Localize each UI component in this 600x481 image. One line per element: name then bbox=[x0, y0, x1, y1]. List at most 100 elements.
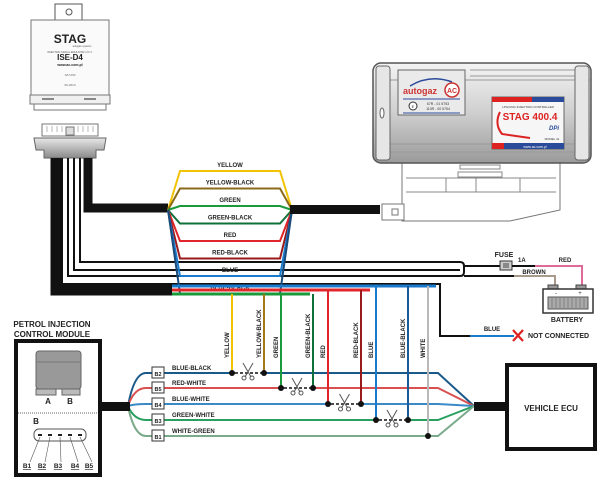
pin-leader bbox=[44, 436, 51, 463]
ecu-line-label: GREEN-WHITE bbox=[172, 413, 215, 419]
scissors-icon bbox=[338, 393, 351, 412]
pin-label: B4 bbox=[71, 463, 80, 470]
upper-harness-wire-label: BLUE bbox=[222, 268, 238, 274]
vertical-wire-label: BLUE bbox=[369, 342, 375, 358]
junction-dot bbox=[261, 370, 267, 376]
not-connected-label: NOT CONNECTED bbox=[528, 333, 589, 340]
junction-dot bbox=[278, 385, 284, 391]
pin-tag bbox=[151, 429, 165, 442]
vertical-wire-label: RED bbox=[321, 345, 327, 358]
pin-tag-label: B2 bbox=[154, 372, 161, 378]
junction-dot bbox=[325, 401, 331, 407]
petrol-injection-control-module: PETROL INJECTION CONTROL MODULE A B B B1… bbox=[13, 320, 130, 477]
upper-harness-wire bbox=[167, 187, 293, 211]
upper-harness-wire-label: YELLOW bbox=[217, 163, 243, 169]
homologation-67r: 67R - 01 5753 bbox=[427, 102, 449, 106]
pin-tag-label: B1 bbox=[154, 435, 161, 441]
svg-text:E: E bbox=[412, 104, 415, 109]
pin-label: B5 bbox=[85, 463, 94, 470]
pin-leader bbox=[59, 436, 62, 463]
pcm-title-line2: CONTROL MODULE bbox=[14, 330, 91, 339]
upper-harness-wire-label: YELLOW-BLACK bbox=[206, 181, 255, 187]
vertical-wire-label: YELLOW-BLACK bbox=[257, 309, 263, 358]
ecu-line-label: BLUE-WHITE bbox=[172, 397, 210, 403]
upper-harness: YELLOW YELLOW-BLACK GREEN GREEN-BLACK RED RED… bbox=[167, 163, 293, 295]
junction-dot bbox=[310, 385, 316, 391]
vertical-wire-label: BLUE-BLACK bbox=[401, 318, 407, 358]
fuse-label: FUSE bbox=[495, 252, 514, 259]
controller-brand: autogaz bbox=[403, 86, 438, 96]
pin-tag-label: B5 bbox=[154, 387, 161, 393]
scissors-icon bbox=[290, 377, 304, 396]
upper-harness-wire bbox=[167, 170, 293, 211]
ecu-line-wire bbox=[127, 372, 475, 407]
pin-header-label: B bbox=[33, 417, 39, 426]
upper-harness-wire bbox=[167, 209, 293, 242]
junction-dot bbox=[358, 401, 364, 407]
vertical-wire-label: RED-BLACK bbox=[354, 322, 360, 358]
controller-model: STAG 400.4 bbox=[503, 112, 558, 123]
vertical-wire-label: YELLOW bbox=[225, 332, 231, 358]
ecu-line-wire bbox=[127, 405, 475, 437]
controller-label-top: LPG/CNG INJECTION CONTROLLER bbox=[502, 105, 554, 109]
pin-tag bbox=[151, 397, 165, 410]
pin-label: B3 bbox=[54, 463, 63, 470]
fuse-icon bbox=[499, 260, 513, 271]
controller-website: www.ac.com.pl bbox=[523, 145, 547, 149]
pin-tag-label: B3 bbox=[154, 419, 161, 425]
upper-harness-wire bbox=[167, 205, 293, 211]
controller-model-suffix: DPi bbox=[549, 126, 559, 132]
upper-harness-wire-label: GREEN bbox=[219, 198, 240, 204]
emulator-serial: S/N 000 bbox=[65, 73, 76, 77]
emulator-connector bbox=[33, 123, 107, 159]
upper-harness-wire-label: RED-BLACK bbox=[212, 251, 248, 257]
pin-tag bbox=[151, 381, 165, 394]
pin-label: B2 bbox=[38, 463, 47, 470]
pin-leader bbox=[79, 436, 93, 463]
homologation-110r: 110R - 00 5754 bbox=[426, 107, 450, 111]
emulator-website: www.ac.com.pl bbox=[56, 63, 82, 67]
vehicle-ecu-label: VEHICLE ECU bbox=[524, 404, 578, 413]
pcm-title-line1: PETROL INJECTION bbox=[13, 320, 90, 329]
ecu-line-label: BLUE-BLACK bbox=[172, 366, 212, 372]
battery-icon bbox=[542, 284, 594, 314]
connector-b-label: B bbox=[67, 397, 73, 406]
pin-leader bbox=[69, 436, 79, 463]
pin-tag bbox=[151, 413, 165, 426]
lower-harness: B2 BLUE-BLACK B5 RED-WHITE B4 BLUE-WHITE B3 GRE… bbox=[127, 284, 475, 442]
emulator-cables bbox=[50, 158, 470, 337]
vehicle-ecu: VEHICLE ECU bbox=[474, 363, 597, 451]
upper-harness-wire bbox=[167, 209, 293, 260]
ecu-line-wire bbox=[127, 403, 475, 407]
ecu-line-wire bbox=[127, 387, 475, 407]
not-connected-icon bbox=[512, 329, 524, 342]
vertical-wire-label: GREEN-BLACK bbox=[306, 313, 312, 358]
gas-controller: autogaz AC E 67R - 01 5753 110R - 00 575… bbox=[372, 62, 592, 222]
controller-brand-logo: AC bbox=[447, 88, 457, 95]
battery-label: BATTERY bbox=[551, 317, 584, 324]
pin-leader bbox=[29, 436, 41, 463]
junction-dot bbox=[373, 417, 379, 423]
emulator-model: ISE-D4 bbox=[57, 53, 83, 62]
scissors-icon bbox=[385, 409, 399, 428]
scissors-icon bbox=[241, 362, 255, 381]
junction-dot bbox=[229, 370, 235, 376]
red-wire-label: RED bbox=[559, 258, 572, 264]
connector-a-label: A bbox=[45, 397, 51, 406]
emulator-subtitle: INJECTION SIGNAL EMULATOR 4 CYL. bbox=[47, 51, 93, 54]
junction-dot bbox=[425, 433, 431, 439]
upper-harness-wire-label: RED bbox=[224, 233, 237, 239]
vertical-wire-label: WHITE bbox=[421, 339, 427, 358]
upper-harness-wire-label: GREEN-BLACK bbox=[208, 216, 253, 222]
ecu-line-label: RED-WHITE bbox=[172, 381, 206, 387]
upper-harness-wire bbox=[167, 209, 293, 277]
emulator-date: 06-2010 bbox=[64, 83, 75, 87]
blue-wire-label: BLUE bbox=[484, 327, 500, 333]
brown-wire-label: BROWN bbox=[522, 270, 545, 276]
pin-label: B1 bbox=[23, 463, 32, 470]
pin-tag-label: B4 bbox=[154, 403, 162, 409]
battery-minus: - bbox=[555, 291, 557, 297]
controller-cable bbox=[290, 205, 380, 214]
controller-model-code: MODEL 41 bbox=[545, 137, 560, 141]
